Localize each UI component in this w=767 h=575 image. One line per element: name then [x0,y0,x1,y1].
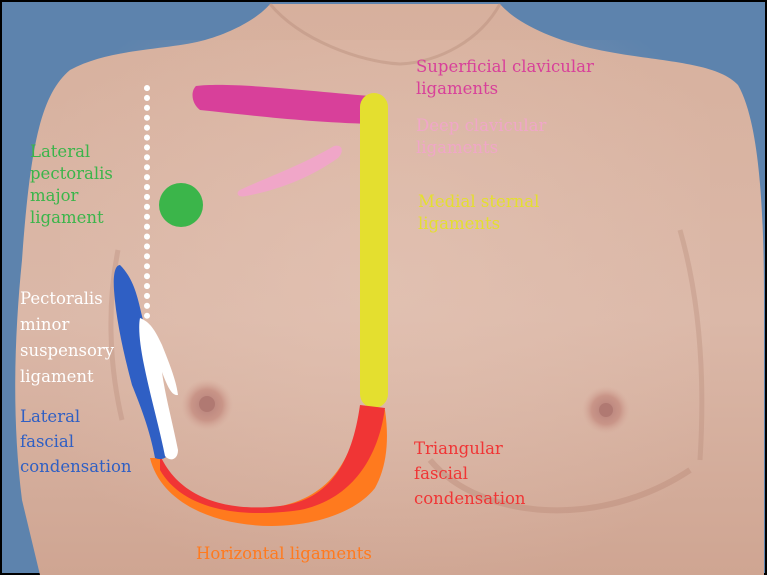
left-nipple [599,403,613,417]
label-line: ligaments [416,78,594,100]
label-line: Pectoralis [20,286,114,312]
label-line: condensation [20,454,132,479]
label-line: Deep clavicular [416,115,546,137]
label-lateral-pectoralis-major-ligament: Lateral pectoralis major ligament [30,141,113,229]
label-line: ligament [30,207,113,229]
label-line: fascial [20,429,132,454]
label-line: Superficial clavicular [416,56,594,78]
label-lateral-fascial-condensation: Lateral fascial condensation [20,404,132,479]
label-line: ligaments [418,213,539,235]
label-line: major [30,185,113,207]
label-superficial-clavicular-ligaments: Superficial clavicular ligaments [416,56,594,100]
label-line: Lateral [20,404,132,429]
label-medial-sternal-ligaments: Medial sternal ligaments [418,191,539,235]
medial-sternal-ligaments-marker [360,93,388,408]
label-horizontal-ligaments: Horizontal ligaments [196,543,372,565]
label-line: ligaments [416,137,546,159]
label-line: fascial [414,461,526,486]
label-line: pectoralis [30,163,113,185]
label-triangular-fascial-condensation: Triangular fascial condensation [414,436,526,511]
label-line: minor [20,312,114,338]
label-line: Horizontal ligaments [196,543,372,565]
label-line: condensation [414,486,526,511]
label-line: Lateral [30,141,113,163]
label-line: ligament [20,364,114,390]
label-line: Medial sternal [418,191,539,213]
lateral-pectoralis-major-ligament-marker [159,183,203,227]
label-deep-clavicular-ligaments: Deep clavicular ligaments [416,115,546,159]
label-pectoralis-minor-suspensory-ligament: Pectoralis minor suspensory ligament [20,286,114,390]
label-line: Triangular [414,436,526,461]
right-nipple [199,396,215,412]
label-line: suspensory [20,338,114,364]
